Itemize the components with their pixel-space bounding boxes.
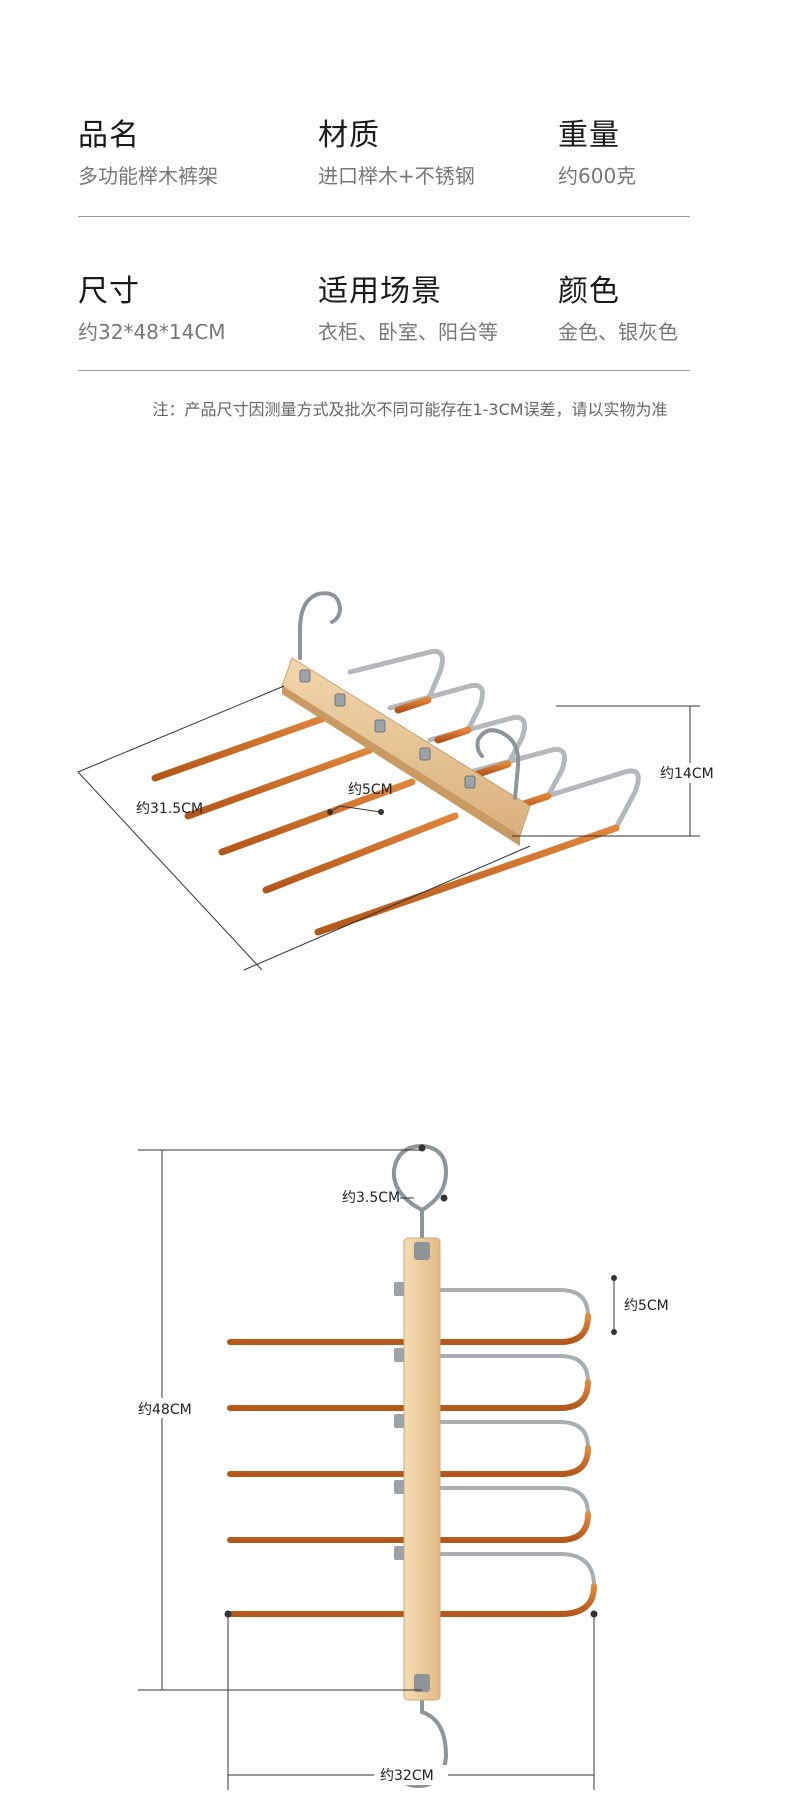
wooden-bar [403,1237,441,1701]
spec-value: 衣柜、卧室、阳台等 [318,320,498,344]
spec-label: 材质 [318,118,380,153]
metal-clips [394,1282,404,1560]
spec-material: 材质 进口榉木+不锈钢 [318,118,475,190]
spec-value: 进口榉木+不锈钢 [318,164,475,188]
top-hook [391,1143,449,1248]
dimension-lines [138,1149,615,1790]
width-label: 约31.5CM [136,801,203,817]
dimension-dot [378,809,384,815]
spec-value: 金色、银灰色 [558,320,678,344]
metal-clips [299,669,476,789]
dimension-lines [77,685,700,971]
orange-rods [225,1313,597,1617]
spec-value: 约32*48*14CM [78,320,226,344]
width-label: 约32CM [380,1768,434,1784]
dimension-dots [224,1144,617,1618]
spec-label: 重量 [558,118,620,153]
hanger-front-diagram: 约3.5CM 约5CM 约48CM 约32CM [134,1143,669,1790]
spec-label: 尺寸 [78,274,140,309]
spec-scene: 适用场景 衣柜、卧室、阳台等 [318,274,498,346]
steel-loops [440,1288,596,1587]
spec-label: 适用场景 [318,274,442,309]
divider [78,216,690,217]
divider [78,370,690,371]
steel-loops [347,648,641,831]
spec-value: 约600克 [558,164,637,188]
spec-value: 多功能榉木裤架 [78,164,218,188]
height-label: 约48CM [138,1402,192,1418]
spec-weight: 重量 约600克 [558,118,636,190]
spec-label: 品名 [78,118,140,153]
depth-label-bg [658,763,720,783]
hook-label: 约3.5CM [342,1190,400,1206]
height-label-bg [134,1398,198,1418]
depth-label: 约14CM [660,766,714,782]
top-fitting [414,1242,430,1260]
spacing-label: 约5CM [348,782,393,798]
spec-size: 尺寸 约32*48*14CM [78,274,226,346]
orange-rods [151,712,620,936]
dimension-dot [327,809,333,815]
spec-name: 品名 多功能榉木裤架 [78,118,218,190]
orange-returns [394,696,552,812]
width-label-bg [374,1765,448,1785]
spacing-label: 约5CM [624,1298,669,1314]
hanger-hooks [298,591,521,800]
spec-label: 颜色 [558,274,620,309]
hanger-perspective-diagram: 约31.5CM 约5CM 约14CM [77,591,720,971]
size-note: 注：产品尺寸因测量方式及批次不同可能存在1-3CM误差，请以实物为准 [152,400,668,419]
bottom-fitting [414,1674,430,1692]
spec-color: 颜色 金色、银灰色 [558,274,678,346]
